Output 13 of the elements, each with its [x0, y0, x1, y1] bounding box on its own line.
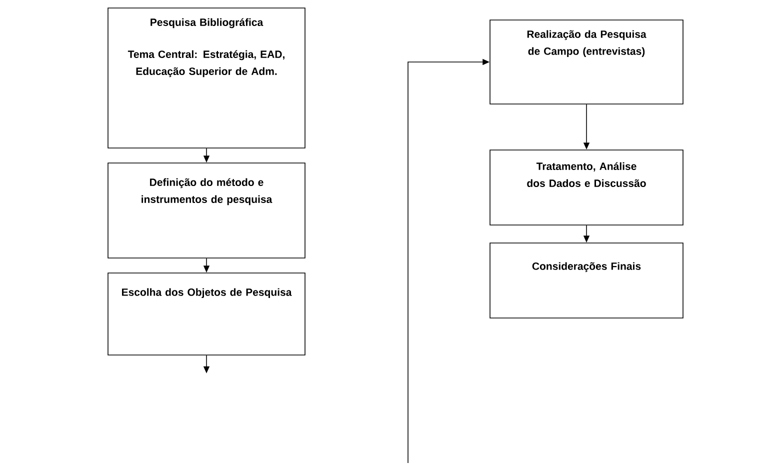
process-box: [490, 242, 684, 318]
box-text: Realização da Pesquisa de Campo (entrevistas): [527, 30, 646, 57]
process-box: [490, 150, 684, 226]
box-text: Tema Central: Estratégia, EAD, Educação Superior de Adm.: [128, 50, 284, 78]
box-text: Tratamento, Análise dos Dados e Discussão: [527, 162, 646, 187]
process-box: [490, 20, 684, 104]
box-text: Definição do método e instrumentos de pesquisa: [142, 178, 272, 206]
process-box: [108, 162, 306, 258]
process-box: [108, 272, 306, 356]
box-heading: Pesquisa Bibliográfica: [150, 18, 264, 28]
process-box: [108, 8, 306, 148]
box-text: Considerações Finais: [532, 262, 641, 272]
box-text: Escolha dos Objetos de Pesquisa: [122, 288, 292, 298]
